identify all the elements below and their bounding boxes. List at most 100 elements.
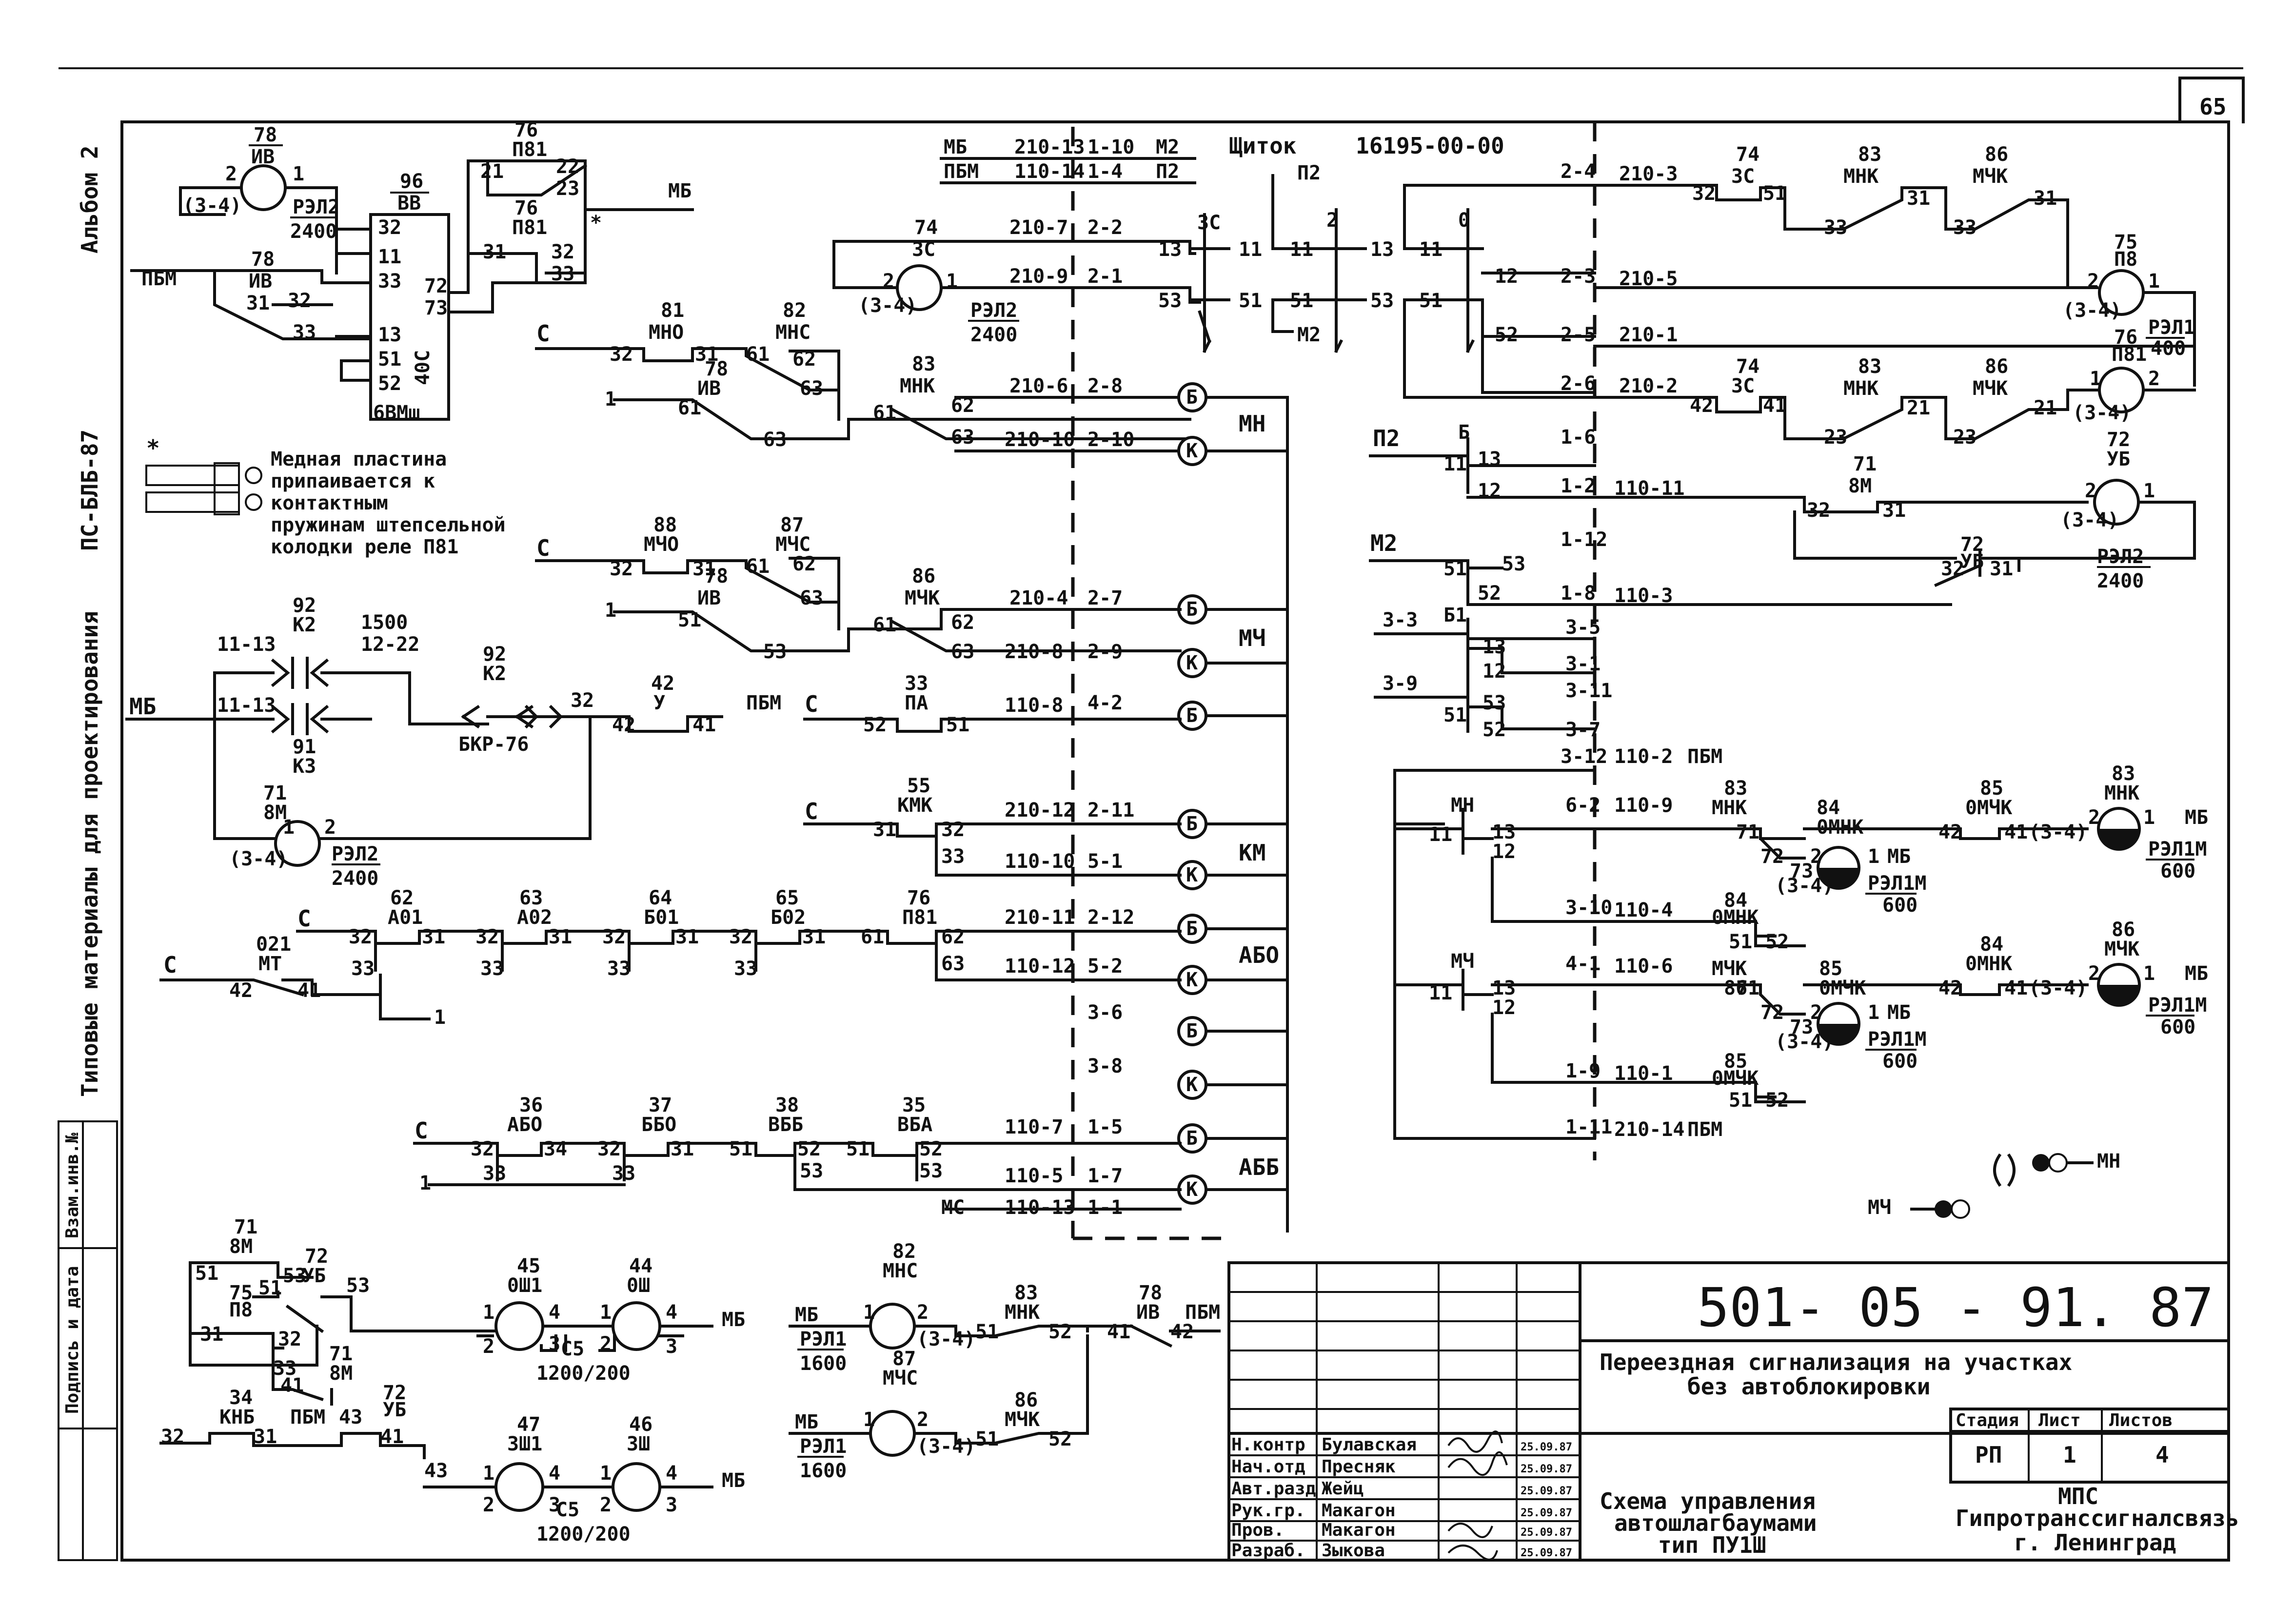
- svg-text:автошлагбаумами: автошлагбаумами: [1614, 1510, 1817, 1536]
- svg-text:11: 11: [1429, 982, 1452, 1004]
- svg-text:АБО: АБО: [507, 1114, 542, 1136]
- svg-text:33: 33: [734, 958, 757, 980]
- svg-text:2-7: 2-7: [1087, 587, 1123, 609]
- svg-text:11: 11: [1239, 238, 1262, 261]
- svg-text:К: К: [1186, 864, 1198, 886]
- svg-text:1: 1: [434, 1006, 446, 1029]
- svg-text:8М: 8М: [229, 1235, 253, 1258]
- svg-text:61: 61: [873, 402, 896, 424]
- svg-text:52: 52: [1765, 931, 1789, 953]
- svg-text:22: 22: [556, 156, 579, 178]
- svg-text:2: 2: [600, 1494, 612, 1516]
- svg-text:32: 32: [602, 926, 626, 948]
- svg-text:С: С: [536, 535, 550, 561]
- svg-text:83: 83: [1014, 1282, 1038, 1304]
- terminal-column: Б К МН Б К МЧ Б Б К КМ Б К АБО Б К Б К А…: [1177, 382, 1289, 1233]
- svg-text:(3-4): (3-4): [229, 848, 288, 870]
- svg-text:210-11: 210-11: [1005, 906, 1075, 929]
- svg-text:37: 37: [649, 1094, 672, 1116]
- svg-text:0МЧК: 0МЧК: [1965, 797, 2012, 819]
- svg-text:К: К: [1186, 1178, 1198, 1201]
- svg-text:25.09.87: 25.09.87: [1521, 1547, 1572, 1559]
- svg-text:31: 31: [483, 241, 506, 263]
- svg-text:86: 86: [2112, 919, 2135, 941]
- drawing-frame: 65: [59, 67, 2245, 1562]
- svg-text:210-7: 210-7: [1009, 216, 1068, 239]
- svg-text:Переездная сигнализация на уча: Переездная сигнализация на участках: [1600, 1349, 2072, 1375]
- svg-text:1200/200: 1200/200: [536, 1523, 631, 1546]
- svg-text:МБ: МБ: [129, 693, 156, 720]
- svg-text:51: 51: [258, 1277, 282, 1299]
- svg-text:73: 73: [1790, 1016, 1813, 1038]
- svg-text:31: 31: [246, 292, 270, 314]
- svg-text:32: 32: [288, 290, 311, 312]
- side-notes: Альбом 2 ПС-БЛБ-87 Типовые материалы для…: [58, 145, 118, 1561]
- svg-text:1: 1: [1868, 1001, 1879, 1024]
- svg-text:32: 32: [1941, 558, 1964, 580]
- svg-text:2: 2: [2148, 368, 2160, 390]
- svg-text:33: 33: [1824, 216, 1847, 239]
- svg-text:13: 13: [1370, 238, 1394, 261]
- svg-text:Медная пластина: Медная пластина: [271, 448, 447, 470]
- svg-text:76: 76: [514, 119, 538, 141]
- svg-text:C5: C5: [556, 1499, 579, 1521]
- svg-text:ЗС: ЗС: [1731, 165, 1755, 188]
- svg-text:41: 41: [1107, 1321, 1130, 1343]
- svg-text:(3-4): (3-4): [858, 294, 917, 317]
- svg-text:53: 53: [1370, 290, 1394, 312]
- svg-text:Пров.: Пров.: [1231, 1520, 1284, 1540]
- svg-text:4: 4: [2155, 1442, 2169, 1468]
- svg-text:11: 11: [1429, 823, 1452, 846]
- svg-text:ПБМ: ПБМ: [1687, 1118, 1722, 1141]
- svg-text:62: 62: [792, 553, 816, 575]
- svg-text:ПБМ: ПБМ: [290, 1406, 325, 1428]
- svg-text:65: 65: [775, 887, 799, 909]
- side-note-materials: Типовые материалы для проектирования: [77, 611, 103, 1097]
- svg-text:51: 51: [1443, 704, 1467, 726]
- svg-text:62: 62: [951, 611, 974, 634]
- svg-text:(3-4): (3-4): [917, 1328, 975, 1350]
- svg-text:2400: 2400: [290, 220, 337, 243]
- svg-text:2: 2: [917, 1301, 929, 1324]
- shield-number: 16195-00-00: [1356, 133, 1504, 159]
- svg-text:110-5: 110-5: [1005, 1165, 1063, 1187]
- svg-text:91: 91: [293, 736, 316, 758]
- svg-text:52: 52: [863, 714, 887, 736]
- svg-text:84: 84: [1724, 889, 1747, 912]
- svg-text:6ВМш: 6ВМш: [373, 402, 420, 424]
- svg-text:2-11: 2-11: [1087, 799, 1134, 822]
- svg-text:0МНК: 0МНК: [1965, 953, 2012, 975]
- svg-text:61: 61: [873, 614, 896, 636]
- svg-text:31: 31: [1990, 558, 2013, 580]
- svg-text:МТ: МТ: [258, 953, 282, 975]
- svg-text:12-22: 12-22: [361, 633, 419, 656]
- svg-text:2: 2: [1326, 209, 1338, 232]
- svg-text:32: 32: [729, 926, 752, 948]
- svg-text:1: 1: [293, 163, 304, 185]
- svg-text:0МНК: 0МНК: [1712, 906, 1759, 929]
- svg-text:0МЧК: 0МЧК: [1712, 1067, 1759, 1090]
- svg-text:АББ: АББ: [1239, 1154, 1279, 1180]
- svg-text:31: 31: [422, 926, 445, 948]
- svg-text:61: 61: [678, 397, 701, 419]
- svg-text:13: 13: [1478, 448, 1501, 470]
- people-rows: Н.контр Булавская 25.09.87 Нач.отд Пресн…: [1231, 1435, 1572, 1561]
- abo-row: С 62 А01 63 А02 64 Б01 65 Б02 76 П81 32 …: [159, 887, 1182, 1077]
- svg-text:К: К: [1186, 652, 1198, 674]
- svg-text:Б: Б: [1186, 1127, 1198, 1150]
- svg-text:64: 64: [649, 887, 672, 909]
- svg-text:63: 63: [519, 887, 543, 909]
- svg-text:МБ: МБ: [795, 1304, 818, 1326]
- svg-text:г. Ленинград: г. Ленинград: [2014, 1529, 2176, 1556]
- svg-text:Рук.гр.: Рук.гр.: [1231, 1501, 1305, 1521]
- switch-contacts-top: 13 53 ЗС 11 51 П2 М2 11 51 2 13 53 11 51…: [1158, 162, 1606, 394]
- svg-text:84: 84: [1980, 933, 2003, 956]
- svg-text:3-8: 3-8: [1087, 1055, 1123, 1077]
- svg-text:М2: М2: [1370, 530, 1397, 556]
- page-number: 65: [2199, 94, 2226, 120]
- bottom-left-lamps: 71 8М 51 53 72 УБ 51 53 75 П8 31 32 71 8…: [159, 1216, 745, 1546]
- svg-text:110-10: 110-10: [1005, 850, 1075, 873]
- svg-text:Схема управления: Схема управления: [1600, 1488, 1816, 1514]
- svg-text:ЗС: ЗС: [1731, 375, 1755, 397]
- svg-text:62: 62: [941, 926, 965, 948]
